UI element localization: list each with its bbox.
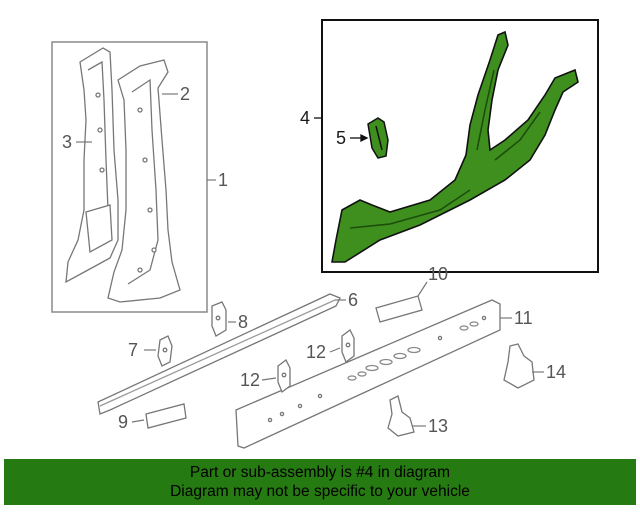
callout-label-2: 2 xyxy=(180,84,190,104)
part-12-bracket-lower xyxy=(277,359,291,394)
callout-label-11: 11 xyxy=(514,308,533,328)
part-12-bracket-upper xyxy=(341,329,355,364)
callout-label-9: 9 xyxy=(118,412,128,432)
part-11-rocker-panel xyxy=(235,299,501,449)
banner-line-2: Diagram may not be specific to your vehi… xyxy=(170,483,470,500)
banner-line-1: Part or sub-assembly is #4 in diagram xyxy=(189,464,451,481)
part-9-plate xyxy=(145,403,187,429)
callout-label-1: 1 xyxy=(218,170,228,190)
callout-leaders-lower xyxy=(131,281,544,427)
part-8-bracket xyxy=(211,301,227,337)
callout-label-14: 14 xyxy=(546,362,566,382)
part-2-outer-pillar xyxy=(107,59,181,303)
callout-label-7: 7 xyxy=(128,340,138,360)
callout-leaders-left xyxy=(76,93,216,181)
callout-label-6: 6 xyxy=(348,290,358,310)
callout-label-4: 4 xyxy=(300,108,310,128)
part-3-inner-pillar xyxy=(65,47,119,284)
part-10-plate xyxy=(375,295,423,323)
part-4-side-panel xyxy=(331,30,579,263)
part-5-bracket xyxy=(367,117,389,159)
callout-label-12-upper: 12 xyxy=(306,342,326,362)
callout-label-8: 8 xyxy=(238,312,248,332)
assembly-4-box xyxy=(321,19,599,273)
callout-leaders-top-right xyxy=(314,117,369,143)
part-6-rocker-bar xyxy=(97,293,341,415)
part-13-bracket xyxy=(387,395,415,437)
info-banner: Part or sub-assembly is #4 in diagram Di… xyxy=(4,459,636,505)
callout-label-12-lower: 12 xyxy=(240,370,260,390)
part-14-bracket xyxy=(503,343,535,389)
callout-label-5: 5 xyxy=(336,128,346,148)
callout-label-13: 13 xyxy=(428,416,448,436)
callout-label-3: 3 xyxy=(62,132,72,152)
callout-label-10: 10 xyxy=(428,264,448,284)
part-7-bracket xyxy=(157,335,173,367)
